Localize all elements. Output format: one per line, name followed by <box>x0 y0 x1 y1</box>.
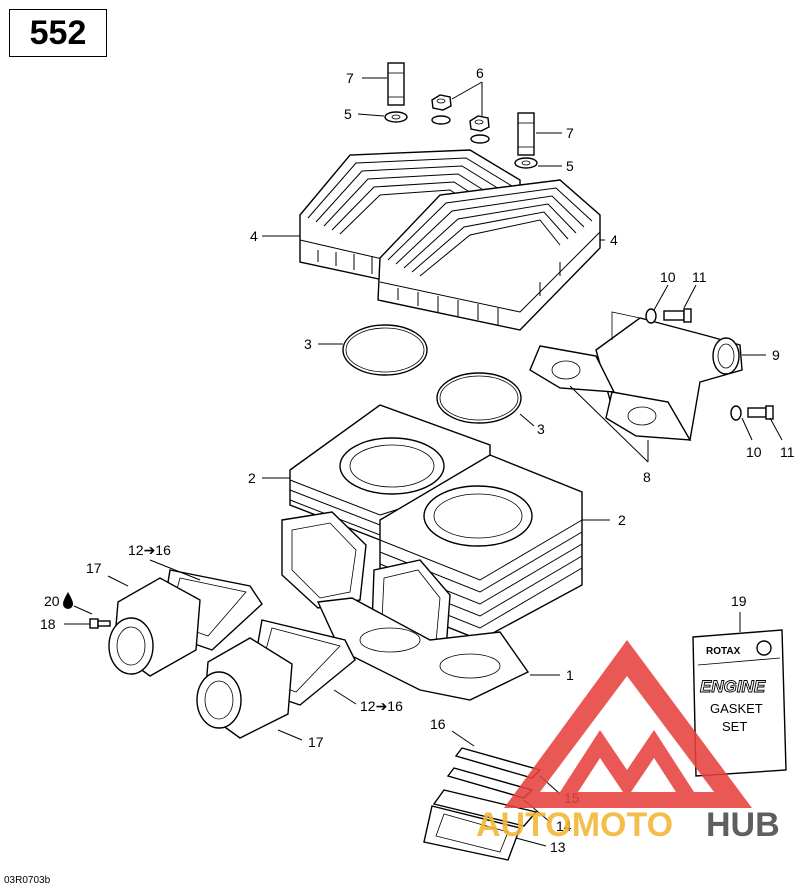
washer-6-b <box>470 134 490 144</box>
callout-7a: 7 <box>346 70 354 86</box>
callout-17a: 17 <box>86 560 102 576</box>
callout-4a: 4 <box>250 228 258 244</box>
callout-1: 1 <box>566 667 574 683</box>
o-ring-3-lower <box>436 372 522 424</box>
watermark-text-a: AUTOMOTO <box>476 806 673 844</box>
callout-2b: 2 <box>618 512 626 528</box>
gasket-kit-line3: SET <box>722 719 747 734</box>
oil-drop-icon <box>63 592 73 609</box>
callout-3a: 3 <box>304 336 312 352</box>
callout-4b: 4 <box>610 232 618 248</box>
callout-9: 9 <box>772 347 780 363</box>
callout-20: 20 <box>44 593 60 609</box>
stud-7-right <box>517 112 535 156</box>
washer-5-left <box>384 111 408 123</box>
callout-10a: 10 <box>660 269 676 285</box>
callout-5b: 5 <box>566 158 574 174</box>
callout-19: 19 <box>731 593 747 609</box>
cylinder-base-gasket-1 <box>316 597 530 701</box>
intake-adaptor-17-lower <box>196 637 293 739</box>
callout-8: 8 <box>643 469 651 485</box>
intake-adaptor-17-upper <box>108 577 201 677</box>
callout-12a: 12➔16 <box>128 542 171 558</box>
callout-13: 13 <box>550 839 566 855</box>
callout-5a: 5 <box>344 106 352 122</box>
gasket-kit-line2: GASKET <box>710 701 763 716</box>
exhaust-gasket-8-upper <box>529 345 616 393</box>
callout-6: 6 <box>476 65 484 81</box>
stud-7-left <box>387 62 405 106</box>
callout-16: 16 <box>430 716 446 732</box>
callout-3b: 3 <box>537 421 545 437</box>
washer-6-a <box>431 115 451 125</box>
callout-2a: 2 <box>248 470 256 486</box>
watermark-logo: AUTOMOTO HUB <box>476 640 780 844</box>
washer-5-right <box>514 157 538 169</box>
callout-11b: 11 <box>780 444 795 460</box>
nut-6-b <box>469 115 490 132</box>
drawing-reference-code: 03R0703b <box>4 875 51 886</box>
gasket-kit-line1: ENGINE <box>700 677 766 696</box>
nut-6-a <box>431 94 452 111</box>
exhaust-gasket-8-lower <box>605 391 692 441</box>
reed-stack-parts <box>423 747 542 861</box>
watermark-triangle <box>504 640 752 808</box>
callout-18: 18 <box>40 616 56 632</box>
screw-11-upper <box>663 308 692 323</box>
callout-7b: 7 <box>566 125 574 141</box>
callout-17b: 17 <box>308 734 324 750</box>
leader-lines <box>64 77 783 847</box>
callout-12b: 12➔16 <box>360 698 403 714</box>
screw-18 <box>89 618 111 629</box>
cylinder-head-right <box>377 179 601 331</box>
page-number-badge: 552 <box>9 9 107 57</box>
watermark-text-b: HUB <box>706 806 780 844</box>
callout-10b: 10 <box>746 444 762 460</box>
screw-11-lower <box>747 405 774 420</box>
callout-14: 14 <box>556 818 572 834</box>
gasket-kit-19 <box>692 629 787 777</box>
gasket-kit-brand: ROTAX <box>706 646 741 657</box>
washer-10-lower <box>730 405 742 421</box>
callout-11a: 11 <box>692 269 707 285</box>
washer-10-upper <box>645 308 657 324</box>
o-ring-3-upper <box>342 324 428 376</box>
